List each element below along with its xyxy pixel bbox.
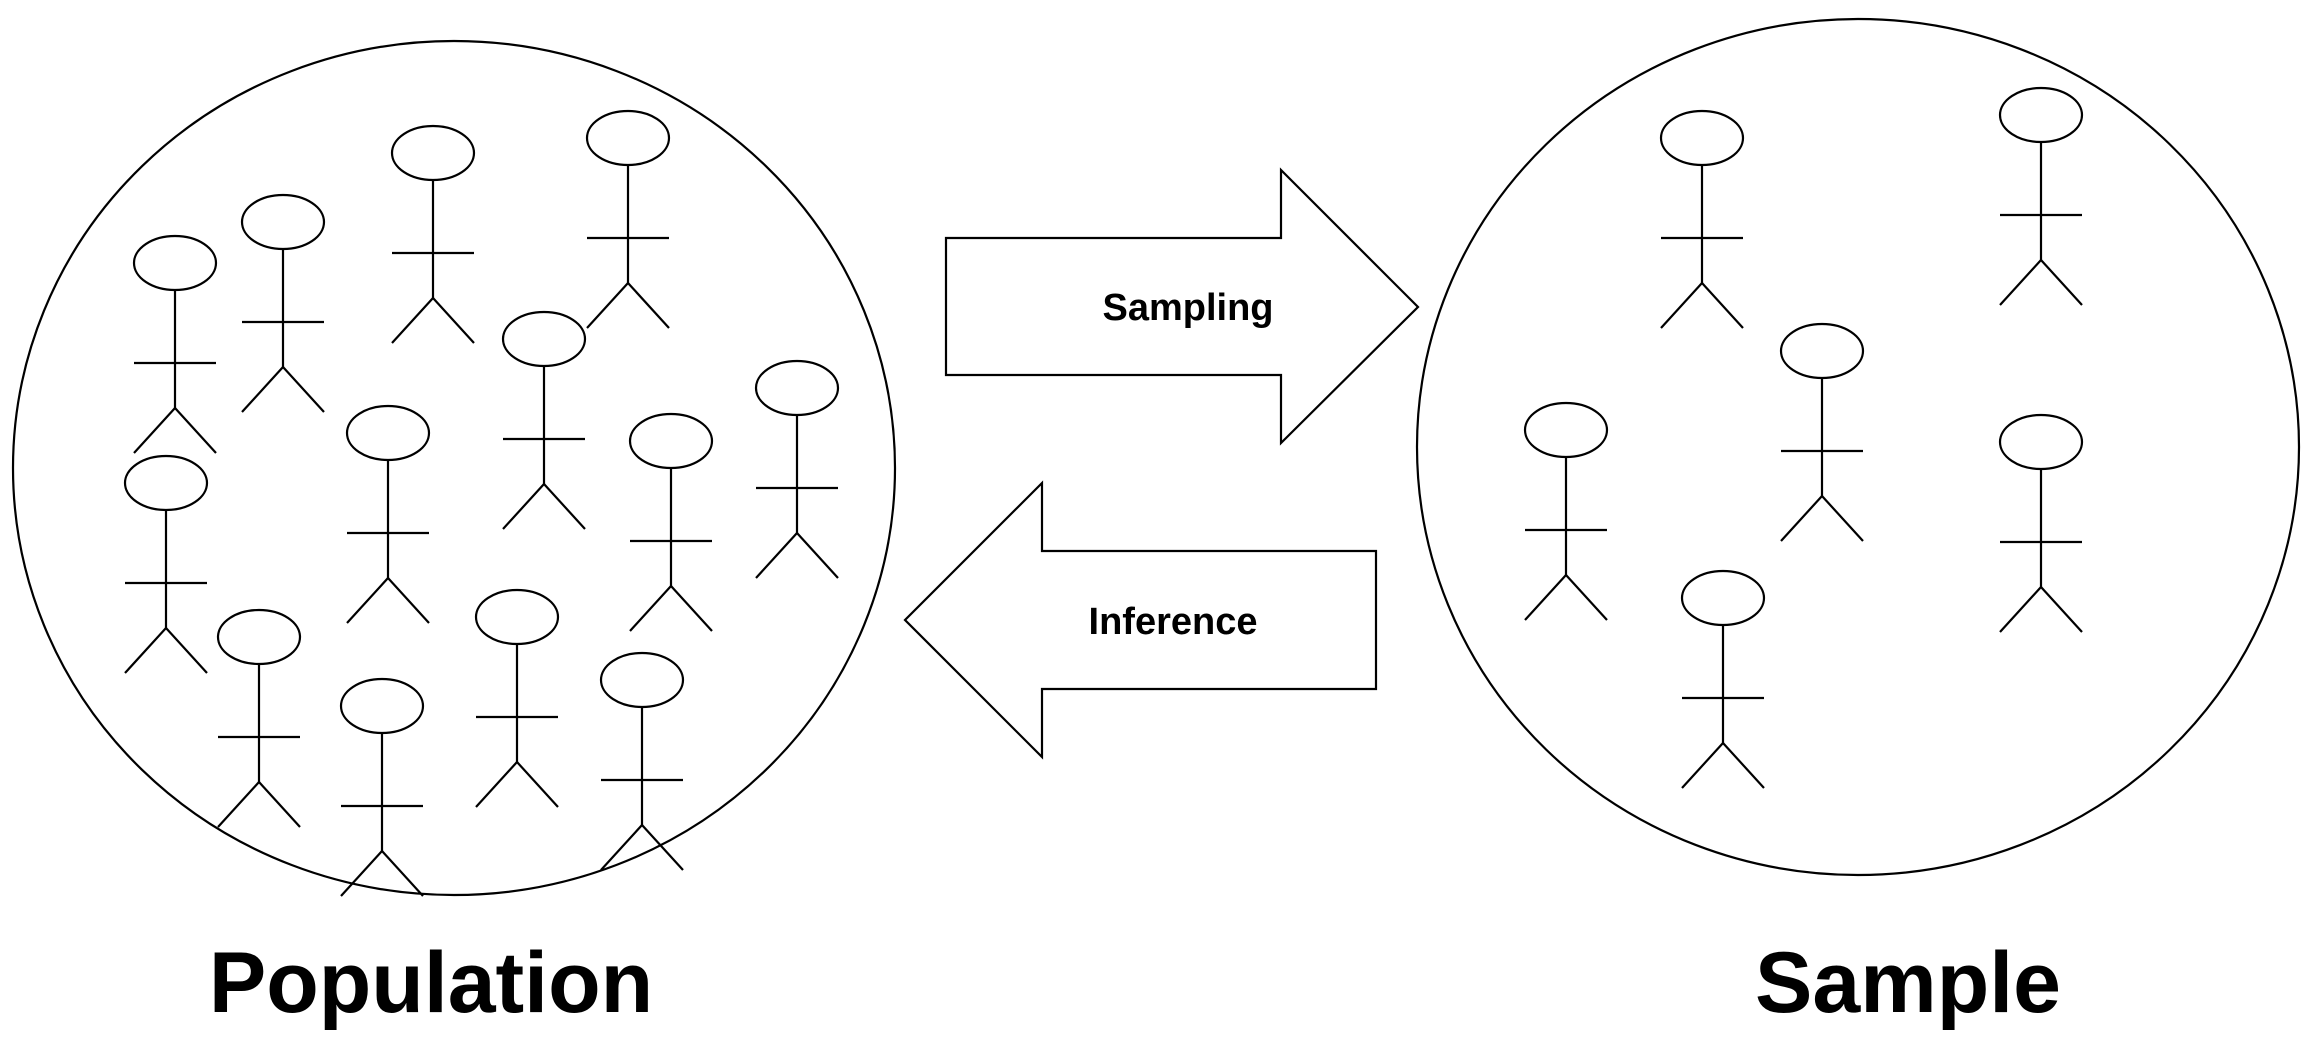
stick-figure xyxy=(132,234,218,454)
figure-left-leg xyxy=(1999,259,2042,306)
inference-arrow-shape xyxy=(903,480,1378,760)
figure-right-leg xyxy=(432,297,475,344)
stick-figure xyxy=(1659,109,1745,329)
figure-right-leg xyxy=(670,585,713,632)
figure-left-leg xyxy=(586,282,629,329)
sampling-arrow-label: Sampling xyxy=(1102,287,1273,329)
figure-left-leg xyxy=(340,850,383,897)
figure-left-leg xyxy=(346,577,389,624)
sample-figures xyxy=(1523,86,2084,789)
figure-left-leg xyxy=(241,366,284,413)
figure-right-leg xyxy=(627,282,670,329)
figure-right-leg xyxy=(641,824,684,871)
inference-arrow: Inference xyxy=(903,480,1378,760)
stick-figure xyxy=(345,404,431,624)
figure-right-leg xyxy=(2040,259,2083,306)
figure-right-leg xyxy=(1722,742,1765,789)
figure-right-leg xyxy=(282,366,325,413)
stick-figure xyxy=(628,412,714,632)
figure-left-leg xyxy=(629,585,672,632)
stick-figure xyxy=(216,608,302,828)
stick-figure xyxy=(585,109,671,329)
figure-left-leg xyxy=(217,781,260,828)
population-figures xyxy=(123,109,840,897)
stick-figure xyxy=(240,193,326,413)
figure-left-leg xyxy=(475,761,518,808)
figure-left-leg xyxy=(1681,742,1724,789)
figure-left-leg xyxy=(1999,586,2042,633)
stick-figure xyxy=(123,454,209,674)
stick-figure xyxy=(1779,322,1865,542)
stick-figure xyxy=(474,588,560,808)
stick-figure xyxy=(1998,86,2084,306)
sampling-arrow: Sampling xyxy=(944,167,1420,446)
figure-right-leg xyxy=(796,532,839,579)
figure-left-leg xyxy=(1660,282,1703,329)
figure-right-leg xyxy=(165,627,208,674)
figure-left-leg xyxy=(600,824,643,871)
figure-left-leg xyxy=(1524,574,1567,621)
figure-right-leg xyxy=(2040,586,2083,633)
population-caption: Population xyxy=(209,935,653,1031)
stick-figure xyxy=(501,310,587,530)
figure-right-leg xyxy=(1701,282,1744,329)
figure-right-leg xyxy=(1821,495,1864,542)
figure-left-leg xyxy=(755,532,798,579)
figure-right-leg xyxy=(174,407,217,454)
stick-figure xyxy=(1523,401,1609,621)
sample-circle xyxy=(1415,17,2301,877)
figure-left-leg xyxy=(133,407,176,454)
population-circle xyxy=(11,39,897,897)
figure-right-leg xyxy=(387,577,430,624)
figure-left-leg xyxy=(124,627,167,674)
stick-figure xyxy=(390,124,476,344)
stick-figure xyxy=(1680,569,1766,789)
inference-arrow-label: Inference xyxy=(1089,601,1258,643)
figure-right-leg xyxy=(516,761,559,808)
figure-left-leg xyxy=(1780,495,1823,542)
stick-figure xyxy=(339,677,425,897)
stick-figure xyxy=(754,359,840,579)
figure-right-leg xyxy=(381,850,424,897)
figure-left-leg xyxy=(391,297,434,344)
figure-left-leg xyxy=(502,483,545,530)
figure-right-leg xyxy=(258,781,301,828)
stick-figure xyxy=(599,651,685,871)
sample-caption: Sample xyxy=(1755,935,2061,1031)
figure-right-leg xyxy=(543,483,586,530)
stick-figure xyxy=(1998,413,2084,633)
sampling-arrow-shape xyxy=(944,167,1420,446)
figure-right-leg xyxy=(1565,574,1608,621)
